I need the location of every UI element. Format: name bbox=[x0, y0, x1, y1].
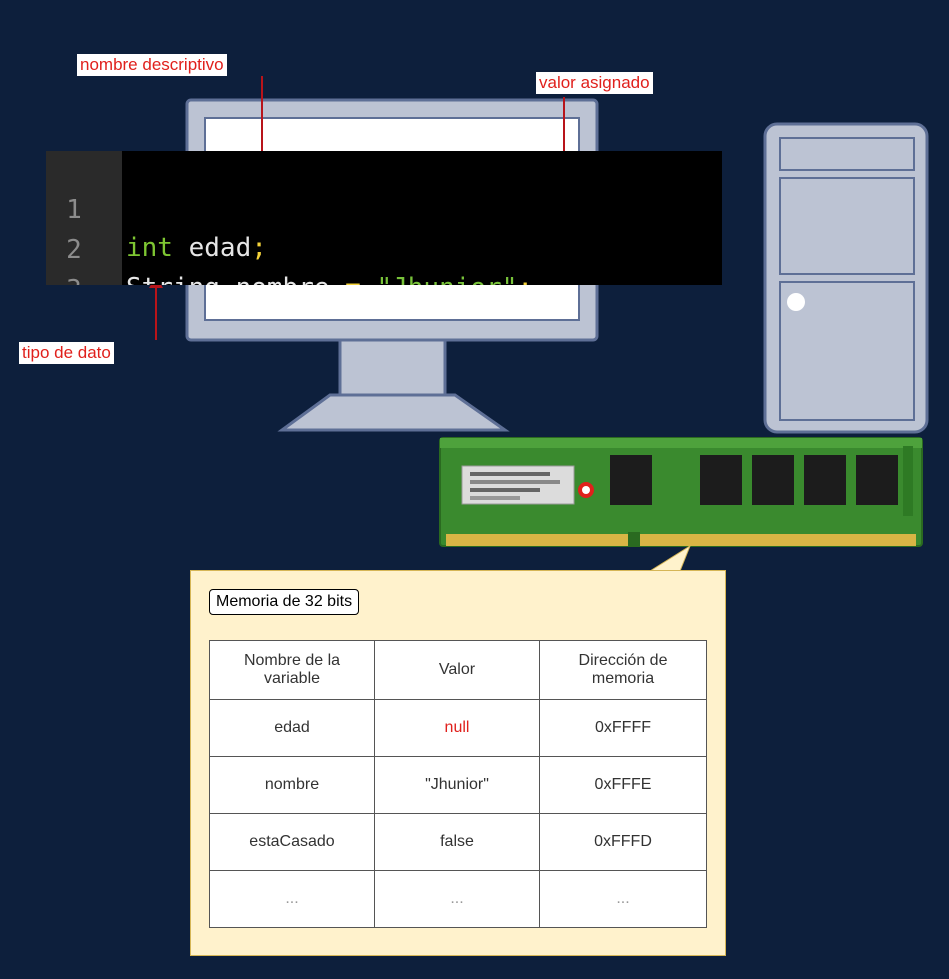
semicolon: ; bbox=[517, 273, 533, 285]
memory-table: Nombre de la variable Valor Dirección de… bbox=[209, 640, 707, 928]
table-row: edad null 0xFFFF bbox=[209, 699, 707, 757]
callout-pointer bbox=[648, 544, 692, 572]
line-number-gutter bbox=[46, 151, 122, 285]
assign-operator: = bbox=[345, 273, 361, 285]
table-row: estaCasado false 0xFFFD bbox=[209, 813, 707, 871]
variable-name: nombre bbox=[236, 273, 330, 285]
cell-memory-address: 0xFFFE bbox=[539, 756, 707, 814]
code-line-1: 1 int edad; bbox=[46, 153, 267, 263]
table-row: nombre "Jhunior" 0xFFFE bbox=[209, 756, 707, 814]
line-number: 1 bbox=[66, 195, 82, 225]
type-keyword: String bbox=[126, 273, 220, 285]
variable-name: edad bbox=[188, 233, 252, 263]
pc-tower-icon bbox=[763, 122, 929, 434]
cell-variable-name: ... bbox=[209, 870, 375, 928]
ram-module-icon bbox=[439, 437, 923, 547]
label-tipo-de-dato: tipo de dato bbox=[19, 342, 114, 364]
line-number: 3 bbox=[60, 271, 88, 285]
cell-value: "Jhunior" bbox=[374, 756, 540, 814]
cell-variable-name: edad bbox=[209, 699, 375, 757]
cell-value: null bbox=[374, 699, 540, 757]
table-row: ... ... ... bbox=[209, 870, 707, 928]
code-line-4-partial: 4 bbox=[46, 273, 109, 285]
string-literal: "Jhunior" bbox=[376, 273, 517, 285]
table-header-row: Nombre de la variable Valor Dirección de… bbox=[209, 640, 707, 700]
type-keyword: int bbox=[126, 233, 173, 263]
cell-memory-address: 0xFFFF bbox=[539, 699, 707, 757]
code-line-2: 2 String nombre = "Jhunior"; bbox=[46, 193, 533, 285]
label-valor-asignado: valor asignado bbox=[536, 72, 653, 94]
cell-value: false bbox=[374, 813, 540, 871]
memory-title: Memoria de 32 bits bbox=[209, 589, 360, 615]
semicolon: ; bbox=[251, 233, 267, 263]
cell-variable-name: nombre bbox=[209, 756, 375, 814]
header-value: Valor bbox=[374, 640, 540, 700]
label-nombre-descriptivo: nombre descriptivo bbox=[77, 54, 227, 76]
line-number: 2 bbox=[66, 235, 82, 265]
memory-note-card: Memoria de 32 bits Nombre de la variable… bbox=[190, 570, 726, 956]
cell-memory-address: 0xFFFD bbox=[539, 813, 707, 871]
cell-value: ... bbox=[374, 870, 540, 928]
code-editor-panel: 1 int edad; 2 String nombre = "Jhunior";… bbox=[46, 151, 722, 285]
header-variable-name: Nombre de la variable bbox=[209, 640, 375, 700]
cell-memory-address: ... bbox=[539, 870, 707, 928]
code-line-3: 3 boolean estaCasado = false; bbox=[46, 233, 109, 285]
header-memory-address: Dirección de memoria bbox=[539, 640, 707, 700]
cell-variable-name: estaCasado bbox=[209, 813, 375, 871]
